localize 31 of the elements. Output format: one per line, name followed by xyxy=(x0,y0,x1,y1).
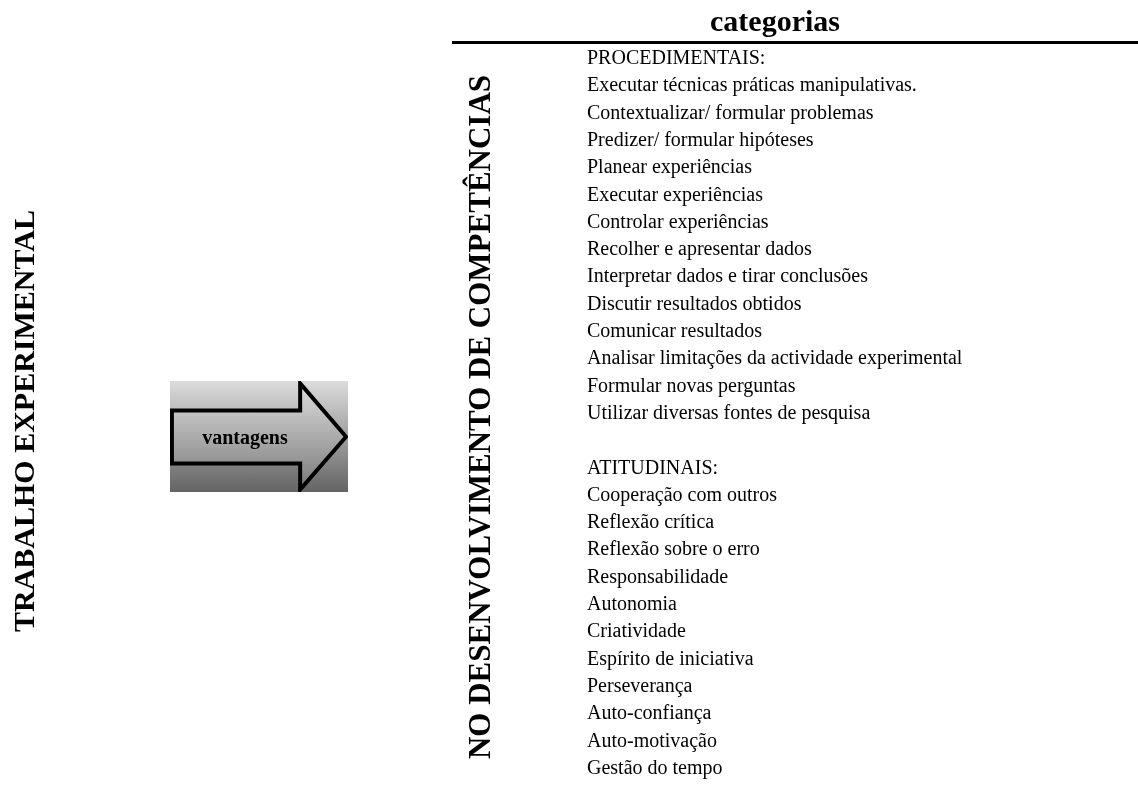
list-item: Controlar experiências xyxy=(587,208,769,233)
column-header: categorias xyxy=(709,4,841,38)
list-item: Cooperação com outros xyxy=(587,481,777,506)
list-heading: ATITUDINAIS: xyxy=(587,454,719,479)
list-item: Auto-confiança xyxy=(587,700,712,725)
list-item: Autonomia xyxy=(587,591,677,615)
list-heading: PROCEDIMENTAIS: xyxy=(587,45,766,69)
list-item: Discutir resultados obtidos xyxy=(587,290,802,315)
list-item: Interpretar dados e tirar conclusões xyxy=(587,263,868,288)
list-item: Criatividade xyxy=(587,618,686,643)
list-item: Formular novas perguntas xyxy=(587,372,796,397)
list-item: Gestão do tempo xyxy=(587,754,723,779)
list-item: Executar experiências xyxy=(587,181,763,206)
list-item: Predizer/ formular hipóteses xyxy=(587,126,814,151)
list-item: Perseverança xyxy=(587,672,693,697)
list-item: Recolher e apresentar dados xyxy=(587,236,812,261)
list-item: Reflexão sobre o erro xyxy=(587,536,760,561)
list-item: Auto-motivação xyxy=(587,727,717,752)
arrow-label: vantagens xyxy=(201,424,289,450)
list-item: Reflexão crítica xyxy=(587,509,715,534)
block-arrow xyxy=(170,381,348,492)
list-item: Espírito de iniciativa xyxy=(587,645,754,670)
vertical-heading: NO DESENVOLVIMENTO DE COMPETÊNCIAS xyxy=(463,74,495,760)
vertical-title: TRABALHO EXPERIMENTAL xyxy=(9,210,39,632)
list-item: Utilizar diversas fontes de pesquisa xyxy=(587,399,871,424)
list-item: Planear experiências xyxy=(587,154,752,179)
list-item: Responsabilidade xyxy=(587,563,729,588)
list-item: Executar técnicas práticas manipulativas. xyxy=(587,72,917,97)
list-item: Analisar limitações da actividade experimental xyxy=(587,345,963,370)
list-item: Comunicar resultados xyxy=(587,318,762,342)
list-item: Contextualizar/ formular problemas xyxy=(587,99,874,124)
